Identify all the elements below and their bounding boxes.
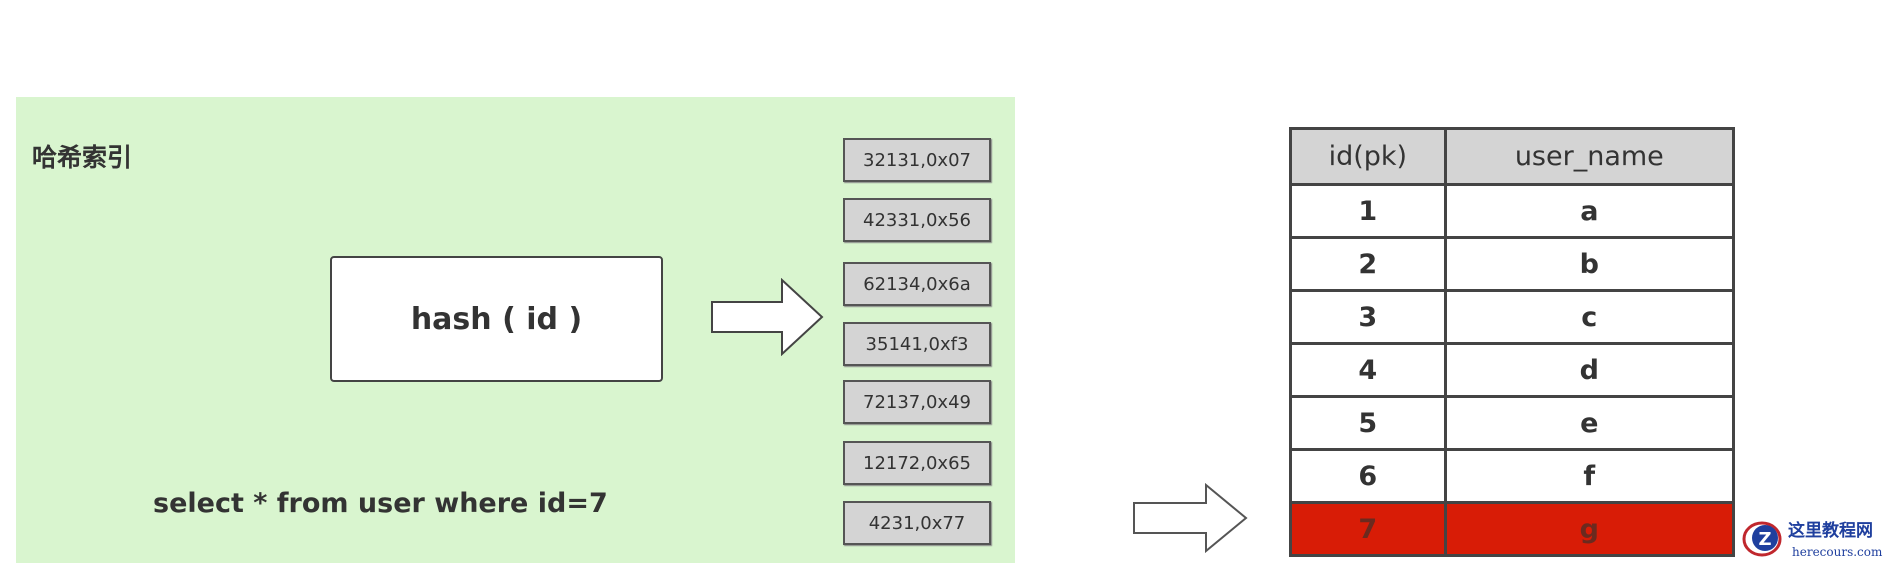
cell-user-name: f (1443, 448, 1736, 504)
cell-user-name: b (1443, 236, 1736, 292)
cell-user-name: g (1443, 501, 1736, 557)
cell-user-name: c (1443, 289, 1736, 345)
cell-id: 1 (1289, 183, 1447, 239)
diagram-title: 哈希索引 (32, 143, 133, 172)
hash-bucket: 62134,0x6a (843, 262, 991, 306)
hash-bucket: 12172,0x65 (843, 441, 991, 485)
svg-text:这里教程网: 这里教程网 (1788, 520, 1873, 541)
svg-text:Z: Z (1758, 529, 1771, 550)
cell-user-name: e (1443, 395, 1736, 451)
hash-bucket: 42331,0x56 (843, 198, 991, 242)
hash-function-box: hash ( id ) (330, 256, 663, 382)
svg-text:herecours.com: herecours.com (1792, 545, 1883, 559)
site-logo: Z 这里教程网 herecours.com (1742, 520, 1883, 559)
cell-user-name: a (1443, 183, 1736, 239)
hash-bucket: 32131,0x07 (843, 138, 991, 182)
hash-bucket: 72137,0x49 (843, 380, 991, 424)
cell-id: 3 (1289, 289, 1447, 345)
hash-bucket: 4231,0x77 (843, 501, 991, 545)
cell-user-name: d (1443, 342, 1736, 398)
arrow-right-icon (711, 278, 824, 356)
hash-bucket: 35141,0xf3 (843, 322, 991, 366)
cell-id: 7 (1289, 501, 1447, 557)
cell-id: 6 (1289, 448, 1447, 504)
arrow-right-icon (1133, 483, 1248, 553)
sql-query: select * from user where id=7 (153, 488, 608, 519)
cell-id: 2 (1289, 236, 1447, 292)
cell-id: 4 (1289, 342, 1447, 398)
column-header-user-name: user_name (1443, 127, 1736, 186)
column-header-id: id(pk) (1289, 127, 1447, 186)
cell-id: 5 (1289, 395, 1447, 451)
hash-function-label: hash ( id ) (410, 301, 583, 337)
